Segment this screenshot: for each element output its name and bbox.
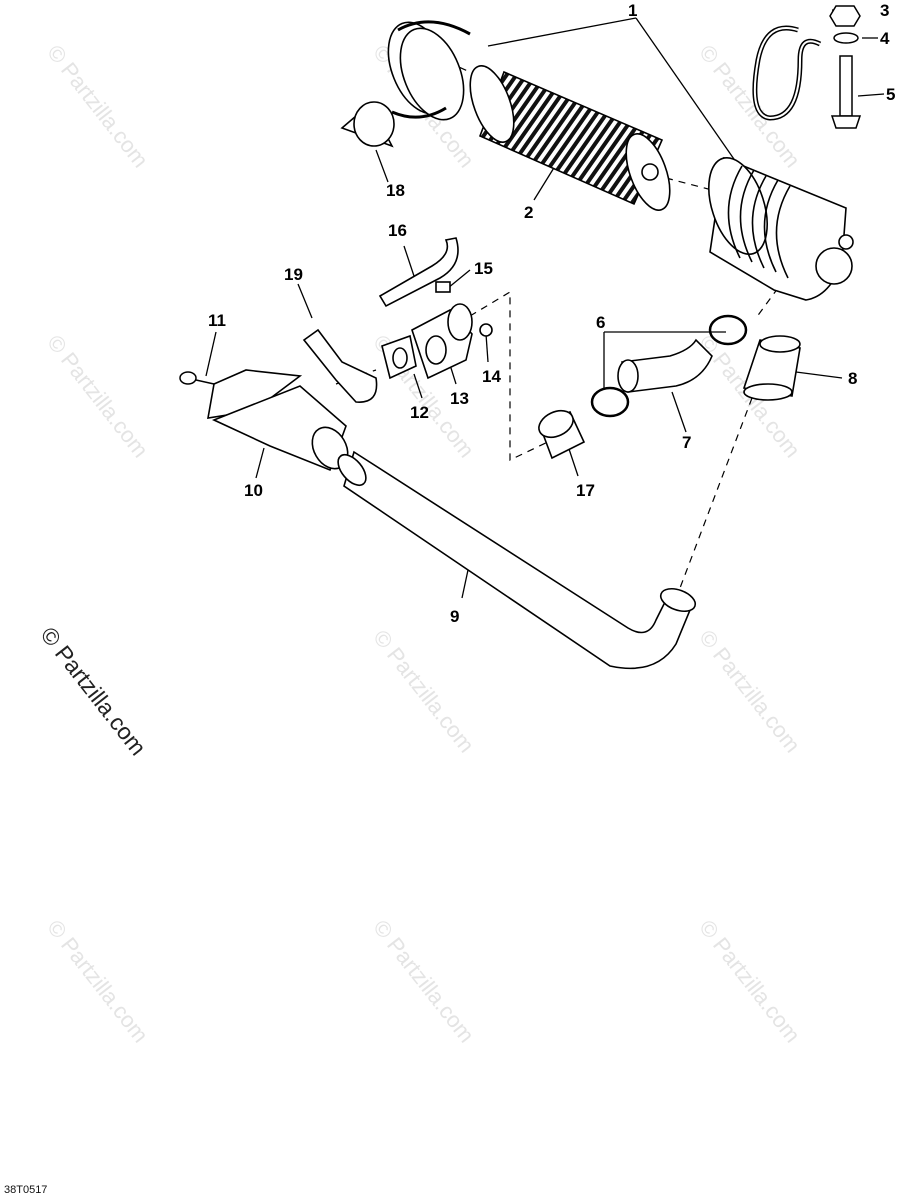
hose-clamp	[590, 386, 630, 418]
callout-4: 4	[880, 29, 890, 48]
nut-14	[479, 323, 493, 337]
cap	[340, 101, 395, 148]
leader-lines	[205, 9, 885, 599]
filter-element	[469, 65, 671, 211]
callout-12: 12	[410, 403, 429, 422]
intake-flange	[207, 369, 349, 472]
callout-13: 13	[450, 389, 469, 408]
hose-clamp	[708, 314, 748, 346]
callout-15: 15	[474, 259, 493, 278]
screw	[179, 371, 215, 385]
callout-17: 17	[576, 481, 595, 500]
sleeve	[742, 335, 801, 401]
callout-2: 2	[524, 203, 534, 222]
callout-5: 5	[886, 85, 896, 104]
callout-3: 3	[880, 1, 890, 20]
callout-8: 8	[848, 369, 858, 388]
throttle-adapter	[411, 303, 473, 380]
elbow-hose	[617, 338, 713, 393]
callout-10: 10	[244, 481, 263, 500]
airbox-body	[708, 156, 854, 301]
callout-19: 19	[284, 265, 303, 284]
callout-7: 7	[682, 433, 692, 452]
callout-6: 6	[596, 313, 606, 332]
diagram-code: 38T0517	[4, 1184, 48, 1196]
intake-tube	[337, 450, 697, 670]
callout-16: 16	[388, 221, 407, 240]
callout-18: 18	[386, 181, 405, 200]
bracket	[302, 328, 378, 403]
callout-11: 11	[208, 311, 226, 330]
gasket	[381, 334, 417, 380]
coupler	[538, 409, 586, 460]
vent-hose	[378, 237, 459, 308]
callout-1: 1	[628, 1, 638, 20]
callout-14: 14	[482, 367, 501, 386]
callout-9: 9	[450, 607, 460, 626]
hardware-nut-washer-bolt	[829, 5, 862, 129]
airbox-cover	[387, 20, 471, 121]
